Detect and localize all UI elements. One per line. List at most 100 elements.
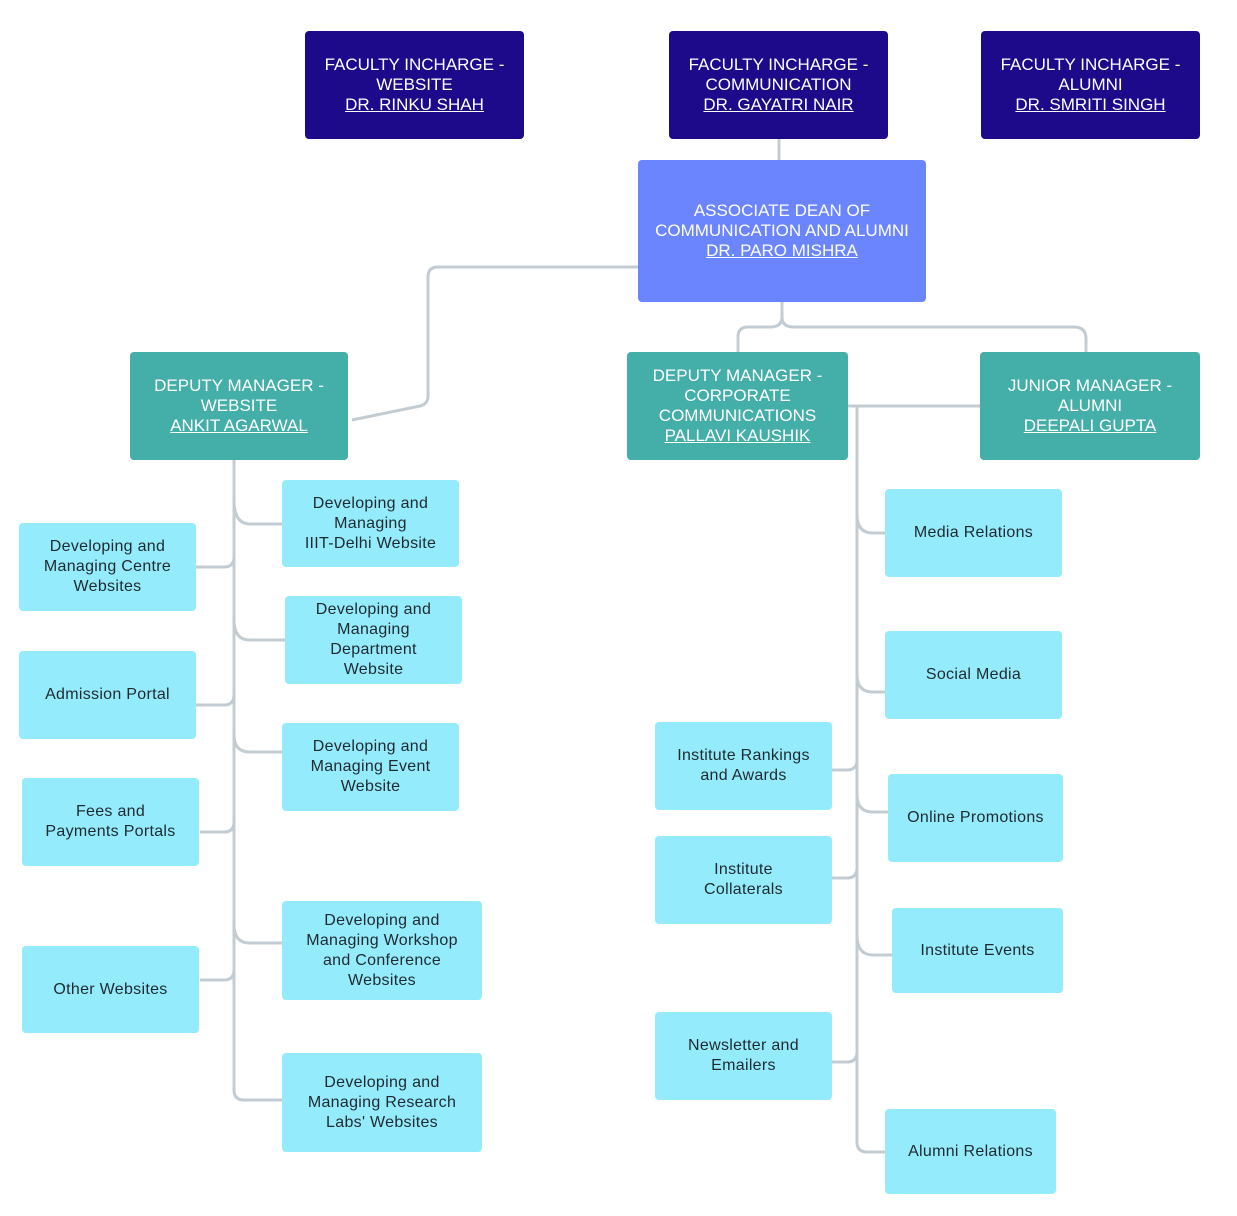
faculty-alumni-name[interactable]: DR. SMRITI SINGH — [1015, 95, 1166, 114]
deputy-manager-website: DEPUTY MANAGER - WEBSITE ANKIT AGARWAL — [130, 352, 348, 460]
task-line: and Conference — [322, 951, 442, 969]
task-admission-portal: Admission Portal — [19, 651, 196, 739]
connector-website-r2 — [232, 619, 285, 642]
connector-website-trunk — [232, 455, 282, 1102]
connector-corporate-r1 — [855, 514, 885, 535]
task-line: Managing Event — [310, 758, 431, 775]
faculty-communication-title: FACULTY INCHARGE - — [688, 55, 869, 74]
task-institute-collaterals: Institute Collaterals — [655, 836, 832, 924]
faculty-incharge-website: FACULTY INCHARGE - WEBSITE DR. RINKU SHA… — [305, 31, 524, 139]
task-line: Developing and — [312, 494, 429, 512]
connector-corporate-r2 — [855, 674, 885, 694]
task-line: Developing and — [312, 738, 429, 755]
faculty-incharge-communication: FACULTY INCHARGE - COMMUNICATION DR. GAY… — [669, 31, 888, 139]
task-line: Institute — [714, 861, 773, 878]
connector-corporate-r4 — [855, 934, 892, 957]
connector-corporate-l3 — [832, 1051, 859, 1064]
task-line: Developing and — [315, 601, 432, 618]
faculty-website-name[interactable]: DR. RINKU SHAH — [345, 95, 484, 114]
connector-dean-website — [351, 265, 638, 422]
task-line: IIIT-Delhi Website — [304, 534, 437, 552]
task-workshop-websites: Developing and Managing Workshop and Con… — [282, 901, 482, 1000]
dean-line1: ASSOCIATE DEAN OF — [693, 201, 871, 220]
task-line: Newsletter and — [688, 1037, 799, 1054]
task-department-website: Developing and Managing Department Websi… — [285, 596, 462, 684]
connector-website-r3 — [232, 734, 282, 754]
connector-corporate-trunk — [855, 406, 885, 1154]
task-event-website: Developing and Managing Event Website — [282, 723, 459, 811]
task-iiitd-website: Developing and Managing IIIT-Delhi Websi… — [282, 480, 459, 567]
task-line: Managing — [337, 621, 410, 638]
task-line: Developing and — [324, 911, 440, 929]
connector-website-r4 — [232, 924, 282, 945]
manager-corporate-role1: CORPORATE — [684, 386, 791, 405]
task-line: Emailers — [711, 1057, 776, 1074]
connector-website-r1 — [232, 499, 282, 526]
manager-corporate-role2: COMMUNICATIONS — [658, 406, 817, 425]
task-research-labs-websites: Developing and Managing Research Labs' W… — [282, 1053, 482, 1152]
task-institute-events: Institute Events — [892, 908, 1063, 993]
task-line: Websites — [73, 578, 142, 595]
dean-line2: COMMUNICATION AND ALUMNI — [655, 221, 909, 240]
task-rankings-awards: Institute Rankings and Awards — [655, 722, 832, 810]
junior-manager-alumni: JUNIOR MANAGER - ALUMNI DEEPALI GUPTA — [980, 352, 1200, 460]
task-line: Alumni Relations — [908, 1142, 1033, 1160]
task-line: Media Relations — [913, 524, 1034, 541]
manager-alumni-role: ALUMNI — [1057, 396, 1123, 415]
task-newsletter-emailers: Newsletter and Emailers — [655, 1012, 832, 1100]
task-centre-websites: Developing and Managing Centre Websites — [19, 523, 196, 611]
task-line: Social Media — [925, 666, 1022, 683]
task-other-websites: Other Websites — [22, 946, 199, 1033]
manager-corporate-title: DEPUTY MANAGER - — [652, 366, 823, 385]
faculty-alumni-title: FACULTY INCHARGE - — [1000, 55, 1181, 74]
faculty-alumni-role: ALUMNI — [1058, 75, 1123, 94]
task-line: Other Websites — [53, 980, 168, 998]
manager-corporate-name[interactable]: PALLAVI KAUSHIK — [664, 426, 811, 445]
connector-dean-alumni — [780, 302, 1088, 352]
task-fees-portals: Fees and Payments Portals — [22, 778, 199, 866]
deputy-manager-corporate: DEPUTY MANAGER - CORPORATE COMMUNICATION… — [627, 352, 848, 460]
faculty-communication-role: COMMUNICATION — [705, 75, 852, 94]
task-alumni-relations: Alumni Relations — [885, 1109, 1056, 1194]
connector-website-l4 — [200, 969, 236, 982]
connector-website-l2 — [196, 694, 236, 707]
connector-website-l3 — [200, 821, 236, 834]
task-line: Online Promotions — [907, 809, 1044, 826]
connector-corporate-r3 — [855, 794, 888, 814]
task-line: Managing Centre — [43, 558, 172, 575]
manager-alumni-name[interactable]: DEEPALI GUPTA — [1023, 416, 1157, 435]
faculty-website-title: FACULTY INCHARGE - — [324, 55, 505, 74]
task-line: Department — [330, 641, 417, 658]
faculty-communication-name[interactable]: DR. GAYATRI NAIR — [703, 95, 854, 114]
manager-website-role: WEBSITE — [200, 396, 278, 415]
task-line: Website — [343, 661, 404, 678]
associate-dean: ASSOCIATE DEAN OF COMMUNICATION AND ALUM… — [638, 160, 926, 302]
task-social-media: Social Media — [885, 631, 1062, 719]
faculty-incharge-alumni: FACULTY INCHARGE - ALUMNI DR. SMRITI SIN… — [981, 31, 1200, 139]
manager-website-title: DEPUTY MANAGER - — [154, 376, 324, 395]
task-media-relations: Media Relations — [885, 489, 1062, 577]
connector-dean-corporate — [736, 302, 784, 352]
connector-corporate-l1 — [832, 759, 859, 772]
task-line: Websites — [348, 971, 416, 989]
task-line: Developing and — [49, 538, 166, 555]
dean-name[interactable]: DR. PARO MISHRA — [706, 241, 858, 260]
connector-corporate-l2 — [832, 867, 859, 880]
task-line: Institute Events — [920, 941, 1035, 959]
task-online-promotions: Online Promotions — [888, 774, 1063, 862]
task-line: Developing and — [324, 1073, 440, 1091]
task-line: Payments Portals — [45, 823, 176, 840]
task-line: Collaterals — [704, 881, 783, 898]
task-line: Labs' Websites — [326, 1113, 438, 1131]
task-line: Institute Rankings — [677, 747, 810, 764]
task-line: Managing Workshop — [306, 931, 458, 949]
task-line: Managing — [334, 514, 407, 532]
task-line: and Awards — [700, 767, 787, 784]
manager-website-name[interactable]: ANKIT AGARWAL — [170, 416, 308, 435]
task-line: Fees and — [75, 803, 146, 820]
faculty-website-role: WEBSITE — [376, 75, 453, 94]
task-line: Website — [340, 778, 401, 795]
manager-alumni-title: JUNIOR MANAGER - — [1007, 376, 1173, 395]
task-line: Managing Research — [307, 1093, 457, 1111]
